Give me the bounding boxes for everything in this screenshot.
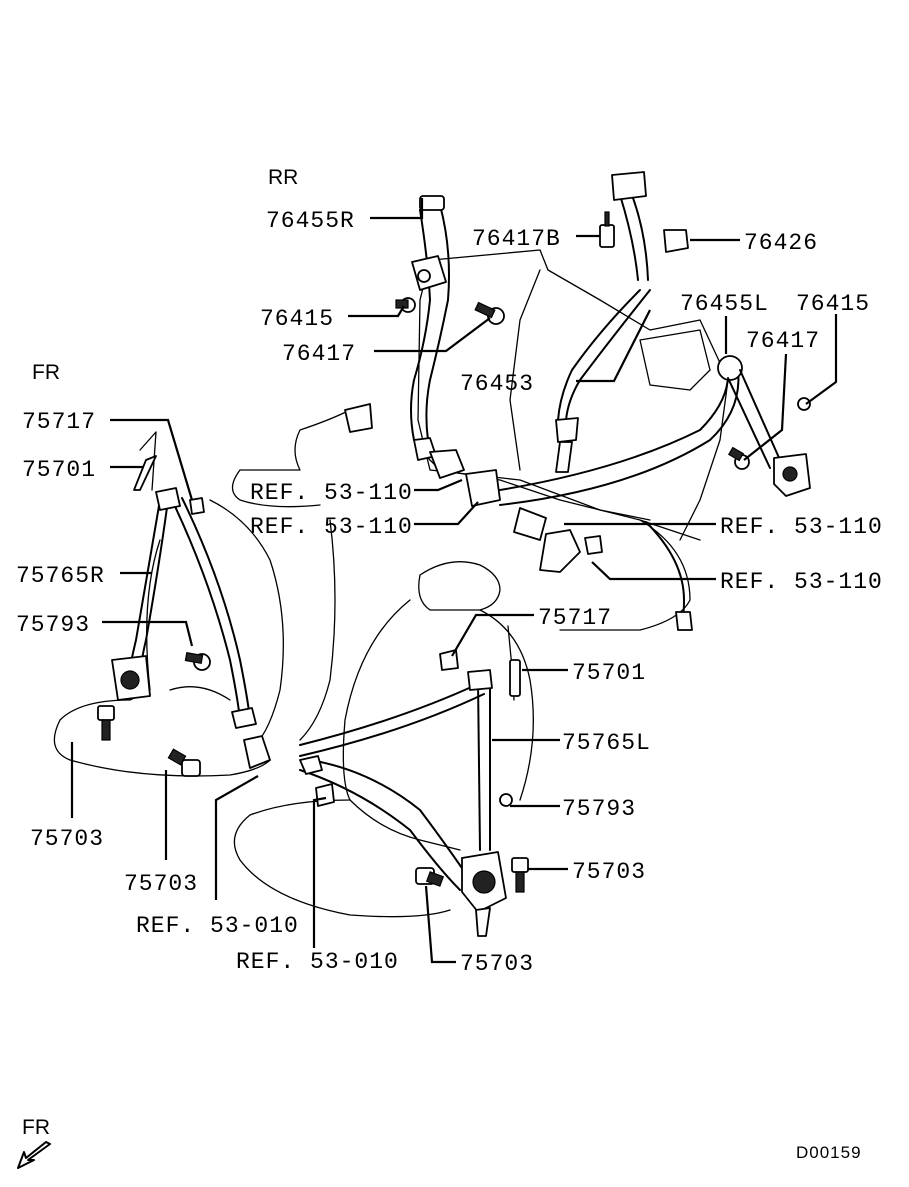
section-label-front: FR	[32, 361, 60, 384]
footer: FR D00159	[17, 1116, 862, 1169]
part-76415-rear-label: 76415	[260, 306, 334, 332]
part-75765L-label: 75765L	[562, 730, 651, 756]
part-76426-label: 76426	[744, 230, 818, 256]
part-76417-rear-label: 76417	[282, 341, 356, 367]
part-75717-center-label: 75717	[538, 605, 612, 631]
section-label-rear: RR	[268, 166, 298, 189]
rear-right-belt-76453	[499, 171, 811, 506]
part-76415-right-label: 76415	[796, 291, 870, 317]
part-76417-right-label: 76417	[746, 328, 820, 354]
part-75703-bottom-label: 75703	[460, 951, 534, 977]
part-76453-label: 76453	[460, 371, 534, 397]
part-75717-left-label: 75717	[22, 409, 96, 435]
front-left-seat-outline	[53, 499, 284, 777]
part-75765R-label: 75765R	[16, 563, 105, 589]
leader-lines	[70, 198, 838, 964]
part-75703-right-label: 75703	[572, 859, 646, 885]
ref-53-110-c: REF. 53-110	[720, 514, 883, 540]
front-direction-label: FR	[22, 1116, 50, 1139]
ref-53-010-b: REF. 53-010	[236, 949, 399, 975]
drawing-code: D00159	[796, 1143, 862, 1162]
ref-53-110-a: REF. 53-110	[250, 480, 413, 506]
rear-buckle-assembly	[344, 403, 693, 631]
part-75701-center-label: 75701	[572, 660, 646, 686]
front-right-belt-75765L	[299, 625, 529, 937]
front-direction-arrow-icon	[17, 1141, 51, 1169]
part-76417B-label: 76417B	[472, 226, 561, 252]
labels: RR FR 76455R 76417B 76426 76415 76417 76…	[16, 166, 883, 977]
front-left-belt-75765R	[97, 431, 271, 777]
part-75703-left-b-label: 75703	[124, 871, 198, 897]
part-75793-right-label: 75793	[562, 796, 636, 822]
part-75703-left-a-label: 75703	[30, 826, 104, 852]
ref-53-010-a: REF. 53-010	[136, 913, 299, 939]
part-75793-left-label: 75793	[16, 612, 90, 638]
part-76455R-label: 76455R	[266, 208, 355, 234]
part-76455L-label: 76455L	[680, 291, 769, 317]
ref-53-110-b: REF. 53-110	[250, 514, 413, 540]
front-right-seat-outline	[233, 561, 534, 918]
part-75701-left-label: 75701	[22, 457, 96, 483]
ref-53-110-d: REF. 53-110	[720, 569, 883, 595]
rear-left-belt-76455R	[410, 195, 465, 479]
